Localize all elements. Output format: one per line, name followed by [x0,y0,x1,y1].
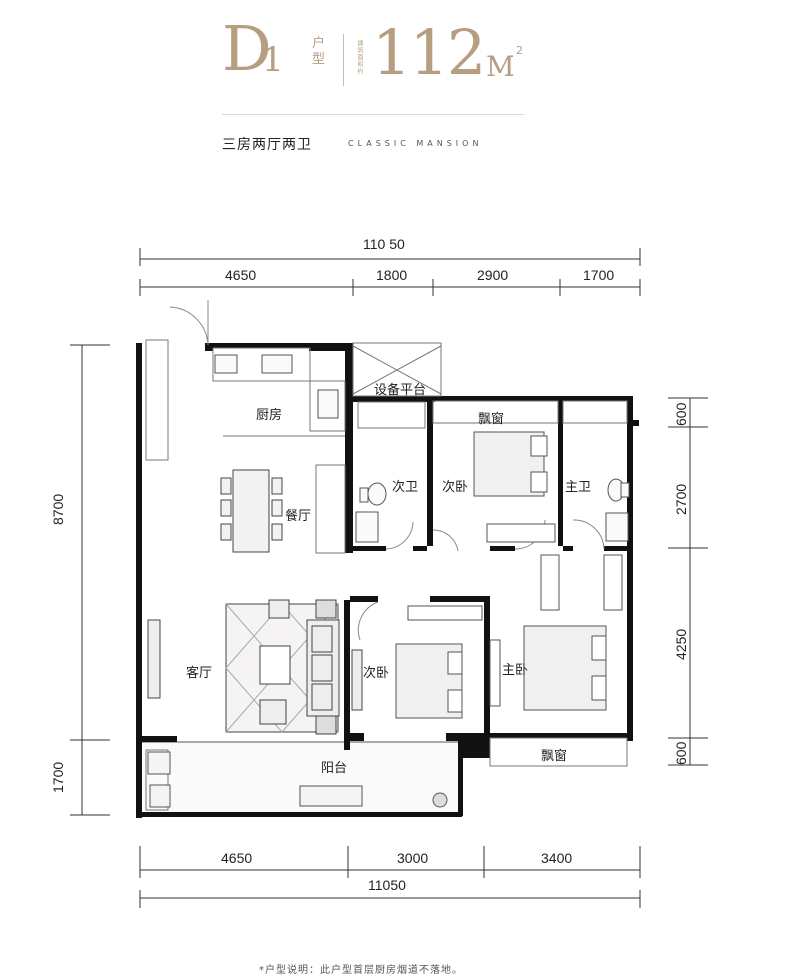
dim-top-1: 4650 [225,267,257,283]
balcony-furniture [147,751,448,808]
dim-bottom-1: 4650 [221,850,253,866]
area-note: 建筑面积约 [356,40,363,75]
room-balcony: 阳台 [321,761,348,776]
partitions [145,339,628,811]
dim-bottom-2: 3000 [397,850,429,866]
room-bed2a: 次卧 [442,480,469,495]
type-label: 户 型 [312,36,325,68]
room-living: 客厅 [186,666,213,681]
dim-right-1: 600 [673,402,689,426]
room-equipment: 设备平台 [374,383,427,398]
dining-table [220,469,283,553]
room-kitchen: 厨房 [256,408,283,423]
dim-top-total: 110 50 [363,236,405,252]
dim-left-1: 8700 [50,493,66,525]
area-unit: M [486,50,515,83]
slogan: CLASSIC MANSION [348,139,483,148]
room-bay1: 飘窗 [478,412,505,427]
dim-top-2: 1800 [376,267,408,283]
living-furniture [147,599,363,735]
room-master: 主卧 [502,663,529,678]
room-bay2: 飘窗 [541,749,568,764]
dim-top-4: 1700 [583,267,615,283]
bath-fixtures [214,354,630,543]
type-letter: D [222,12,272,85]
dim-right-2: 2700 [673,483,689,515]
title-divider [343,34,344,86]
footnote: *户型说明：此户型首层厨房烟道不落地。 [259,965,463,976]
dimension-lines [70,248,708,908]
room-bath1: 主卫 [565,480,592,495]
dim-top-3: 2900 [477,267,509,283]
type-label-1: 户 [312,36,326,51]
dim-right-3: 4250 [673,628,689,660]
room-bed2b: 次卧 [363,666,390,681]
area-value: 112 [372,16,486,89]
dim-bottom-total: 11050 [368,877,406,893]
room-dining: 餐厅 [285,509,312,524]
dim-left-2: 1700 [50,761,66,793]
room-bath2: 次卫 [392,480,419,495]
area-unit-sup: 2 [516,44,523,57]
dim-bottom-3: 3400 [541,850,573,866]
type-digit: 1 [262,40,284,80]
walls [136,343,639,818]
layout-desc: 三房两厅两卫 [222,137,312,153]
beds [395,431,623,719]
dim-right-4: 600 [673,741,689,765]
type-label-2: 型 [312,52,326,67]
header-rule [222,114,524,115]
